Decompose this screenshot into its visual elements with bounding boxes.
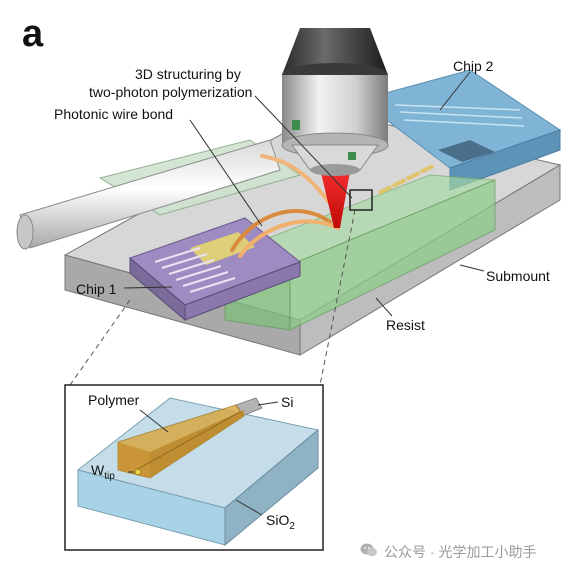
optical-fiber — [16, 139, 281, 250]
inset-label-polymer: Polymer — [88, 392, 140, 408]
label-chip1: Chip 1 — [76, 281, 117, 297]
inset-tip-marker — [134, 468, 142, 476]
inset-label-si: Si — [281, 394, 294, 410]
label-3d-structuring-line2: two-photon polymerization — [89, 84, 253, 100]
label-3d-structuring-line1: 3D structuring by — [135, 66, 241, 82]
chip2 — [358, 69, 562, 191]
wechat-icon — [360, 543, 377, 557]
writing-location-box — [349, 189, 373, 211]
leader-lines — [123, 71, 485, 317]
zoom-lines — [69, 209, 356, 386]
inset-polymer-taper — [117, 404, 245, 479]
inset-leader-lines — [128, 401, 279, 516]
watermark-text: 公众号 · 光学加工小助手 — [384, 544, 537, 560]
inset-label-sio2: SiO2 — [266, 512, 295, 532]
label-photonic-wire-bond: Photonic wire bond — [54, 106, 174, 122]
inset-substrate — [76, 397, 320, 547]
label-chip2: Chip 2 — [453, 58, 494, 74]
label-submount: Submount — [486, 268, 550, 284]
panel-letter: a — [22, 13, 44, 55]
laser-beam — [318, 160, 352, 228]
objective-lens — [281, 28, 389, 176]
inset-label-wtip: Wtip — [91, 462, 115, 482]
chip2-waveguide-tips — [377, 164, 435, 195]
label-resist: Resist — [386, 317, 425, 333]
